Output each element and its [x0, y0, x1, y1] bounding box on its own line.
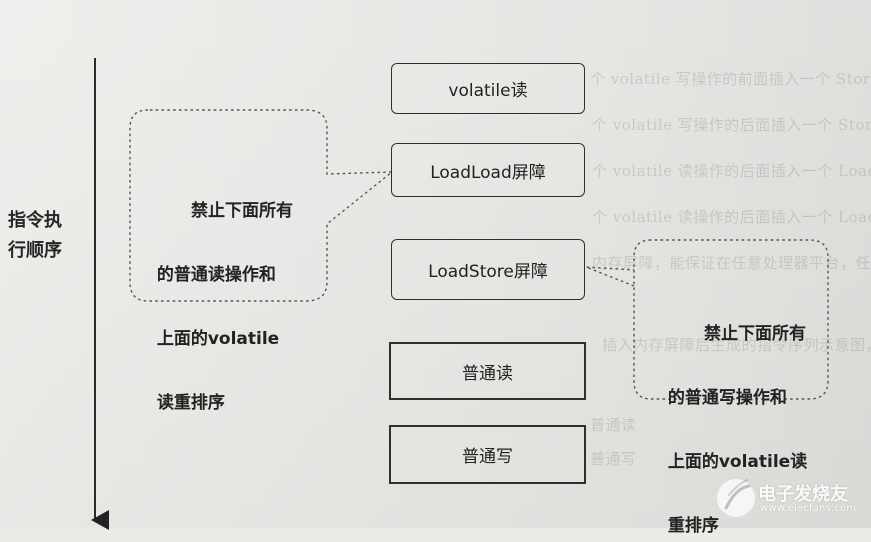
volatile-read-box: volatile读 [391, 63, 585, 114]
normal-read-label: 普通读 [462, 363, 513, 384]
right-callout-line-3: 上面的volatile读 [667, 452, 808, 472]
execution-order-label: 指令执 行顺序 [8, 210, 62, 261]
watermark-url: www.elecfans.com [760, 503, 857, 514]
left-callout-line-4: 读重排序 [156, 393, 225, 413]
background-text-line: 个 volatile 读操作的后面插入一个 LoadLoad 屏障。 [592, 162, 871, 180]
loadstore-barrier-box: LoadStore屏障 [391, 239, 585, 300]
background-text-line: 普通写 [590, 450, 637, 468]
left-callout-line-3: 上面的volatile [156, 329, 280, 349]
volatile-read-label: volatile读 [448, 81, 528, 101]
loadload-barrier-box: LoadLoad屏障 [391, 143, 585, 197]
background-text-line: 个 volatile 读操作的后面插入一个 LoadStore 屏障。 [592, 208, 871, 226]
background-text-line: 个 volatile 写操作的前面插入一个 StoreStore 屏障。 [590, 70, 871, 88]
left-callout-bubble [129, 109, 395, 302]
background-text-line: 插入内存屏障后生成的指令序列示意图，如 [602, 334, 871, 355]
left-callout-text: 禁止下面所有 的普通读操作和 上面的volatile 读重排序 [145, 131, 305, 419]
right-callout-text: 禁止下面所有 的普通写操作和 上面的volatile读 重排序 [656, 254, 816, 542]
normal-read-box: 普通读 [389, 342, 586, 400]
watermark-chinese-text: 电子发烧友 [758, 484, 848, 505]
right-callout-bubble [585, 239, 829, 400]
background-text-line: 个 volatile 写操作的后面插入一个 StoreLoad 屏障。 [592, 116, 871, 134]
normal-write-box: 普通写 [389, 425, 586, 484]
background-text-line: 普通读 [590, 416, 637, 434]
normal-write-label: 普通写 [462, 447, 513, 467]
diagram-canvas [91, 58, 829, 530]
right-callout-line-2: 的普通写操作和 [667, 388, 787, 408]
loadload-barrier-label: LoadLoad屏障 [430, 162, 546, 183]
right-callout-line-4: 重排序 [667, 516, 719, 536]
left-callout-line-1: 禁止下面所有 [191, 201, 293, 221]
loadstore-barrier-label: LoadStore屏障 [428, 262, 548, 282]
watermark-logo-icon [717, 479, 755, 517]
right-callout-line-1: 禁止下面所有 [704, 324, 806, 344]
page-background [0, 0, 871, 528]
left-callout-line-2: 的普通读操作和 [156, 265, 276, 285]
background-text-line: 内存屏障，能保证在任意处理器平台，任意程序。 [592, 252, 871, 273]
